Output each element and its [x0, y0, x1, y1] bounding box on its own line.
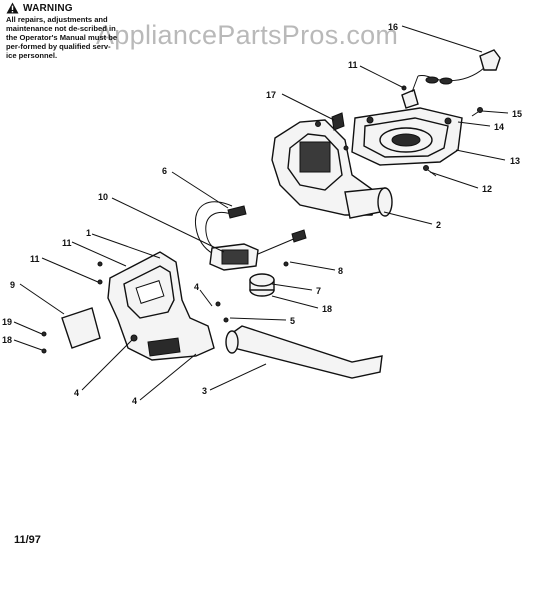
callout-2: 2	[436, 220, 441, 230]
callout-6: 6	[162, 166, 167, 176]
callout-11-a: 11	[62, 238, 72, 248]
callout-18-left: 18	[2, 335, 12, 345]
impeller	[249, 273, 275, 297]
latch-clip	[331, 112, 345, 131]
motor-housing-cover	[351, 107, 463, 166]
date-code: 11/97	[14, 534, 41, 546]
screw-15	[471, 107, 483, 117]
callout-3: 3	[202, 386, 207, 396]
watermark: AppliancePartsPros.com	[96, 20, 399, 50]
battery-pack	[194, 201, 307, 271]
callout-17: 17	[266, 90, 276, 100]
callout-14: 14	[494, 122, 504, 132]
leader-lines	[13, 25, 509, 401]
blower-tube	[225, 325, 383, 379]
callout-11-top: 11	[348, 60, 358, 70]
callout-11-b: 11	[30, 254, 40, 264]
screw-set	[41, 85, 407, 354]
blower-housing	[271, 119, 393, 219]
warning-text: All repairs, adjustments and maintenance…	[6, 15, 118, 60]
callout-19: 19	[2, 317, 12, 327]
callout-numbers: 16 11 15 14 13 12 17 2 6 10 8 7 18 5 4 1…	[2, 22, 522, 406]
callout-5: 5	[290, 316, 295, 326]
callout-4-mid: 4	[194, 282, 199, 292]
callout-7: 7	[316, 286, 321, 296]
warning-notice: WARNING All repairs, adjustments and mai…	[6, 2, 118, 60]
screw-12	[423, 165, 437, 177]
charger-adapter	[401, 49, 501, 109]
callout-15: 15	[512, 109, 522, 119]
warning-title: WARNING	[23, 2, 73, 14]
callout-1: 1	[86, 228, 91, 238]
callout-4-low-b: 4	[132, 396, 137, 406]
callout-16: 16	[388, 22, 398, 32]
callout-10: 10	[98, 192, 108, 202]
callout-18-mid: 18	[322, 304, 332, 314]
callout-8: 8	[338, 266, 343, 276]
callout-9: 9	[10, 280, 15, 290]
callout-4-low-a: 4	[74, 388, 79, 398]
warning-triangle-icon	[6, 2, 19, 14]
callout-12: 12	[482, 184, 492, 194]
handle-housing	[107, 251, 215, 361]
battery-cover	[61, 307, 101, 349]
callout-13: 13	[510, 156, 520, 166]
